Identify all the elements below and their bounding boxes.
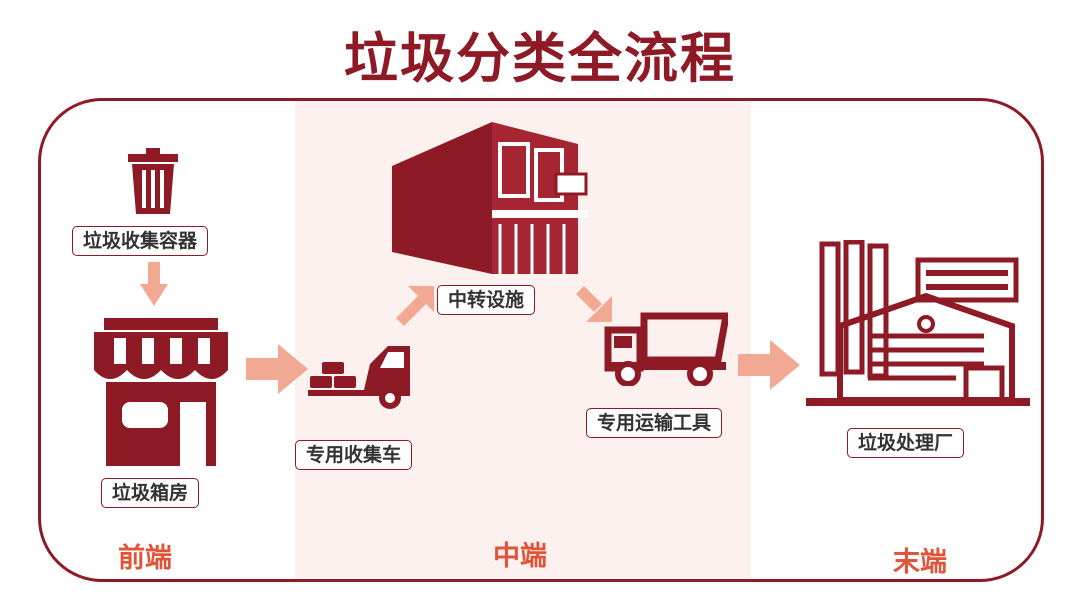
section-middle: 中端 xyxy=(493,541,547,572)
section-end: 末端 xyxy=(893,547,947,578)
section-front: 前端 xyxy=(118,543,172,574)
label-processing-plant: 垃圾处理厂 xyxy=(847,428,965,458)
label-collection-truck: 专用收集车 xyxy=(295,440,413,470)
arrow-right-icon xyxy=(246,344,308,394)
arrow-right-icon-2 xyxy=(738,340,800,390)
label-garbage-container: 垃圾收集容器 xyxy=(72,226,209,256)
label-garbage-room: 垃圾箱房 xyxy=(101,478,200,508)
garbage-room-icon xyxy=(94,318,228,466)
label-transport-vehicle: 专用运输工具 xyxy=(586,408,723,438)
collection-truck-icon xyxy=(308,346,410,409)
label-transfer-facility: 中转设施 xyxy=(437,285,536,315)
arrow-up-right-icon xyxy=(396,286,434,326)
trash-bin-icon xyxy=(128,148,178,214)
dump-truck-icon xyxy=(604,312,728,386)
arrow-down-right-icon xyxy=(576,286,612,322)
page-title: 垃圾分类全流程 xyxy=(344,27,736,90)
processing-plant-icon xyxy=(806,240,1030,406)
arrow-down-icon xyxy=(140,262,168,306)
transfer-facility-icon xyxy=(392,122,588,274)
